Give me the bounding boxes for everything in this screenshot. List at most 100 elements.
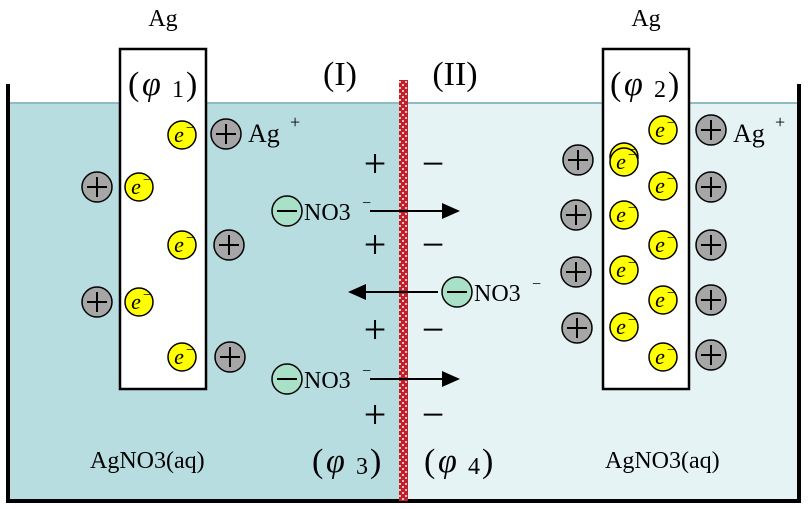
silver-cation — [560, 256, 592, 288]
svg-text:−: − — [667, 343, 675, 358]
svg-text:−: − — [628, 313, 636, 328]
electron: e− — [167, 342, 197, 372]
nitrate-ion: NO3− — [271, 195, 371, 227]
electron: e− — [648, 171, 678, 201]
membrane — [399, 80, 408, 501]
svg-text:): ) — [668, 66, 679, 103]
svg-text:e: e — [616, 314, 626, 339]
svg-text:e: e — [174, 232, 184, 257]
svg-text:e: e — [616, 257, 626, 282]
silver-cation — [695, 229, 727, 261]
svg-text:2: 2 — [654, 77, 666, 103]
svg-text:Ag: Ag — [733, 119, 765, 148]
silver-cation — [81, 286, 113, 318]
svg-text:−: − — [362, 363, 371, 380]
electron: e− — [609, 312, 639, 342]
svg-text:(: ( — [424, 443, 435, 480]
electron: e− — [609, 200, 639, 230]
silver-cation — [695, 114, 727, 146]
left-solution-label: AgNO3(aq) — [90, 448, 205, 474]
svg-text:φ: φ — [438, 443, 457, 480]
electron: e− — [124, 172, 154, 202]
svg-text:φ: φ — [624, 66, 643, 103]
svg-text:Ag: Ag — [248, 119, 280, 148]
svg-text:4: 4 — [468, 454, 480, 480]
svg-text:NO3: NO3 — [304, 368, 351, 394]
svg-text:e: e — [655, 117, 665, 142]
silver-cation — [561, 312, 593, 344]
svg-text:−: − — [143, 288, 151, 303]
svg-text:−: − — [186, 343, 194, 358]
svg-text:−: − — [186, 121, 194, 136]
svg-text:−: − — [186, 231, 194, 246]
silver-cation — [81, 171, 113, 203]
svg-text:−: − — [667, 231, 675, 246]
electron: e− — [124, 287, 154, 317]
svg-text:−: − — [628, 148, 636, 163]
svg-text:+: + — [775, 112, 785, 132]
svg-text:φ: φ — [142, 66, 161, 103]
svg-text:−: − — [667, 286, 675, 301]
right-solution-label: AgNO3(aq) — [605, 448, 720, 474]
electron: e− — [648, 342, 678, 372]
svg-text:): ) — [482, 443, 493, 480]
svg-text:3: 3 — [356, 454, 368, 480]
right-metal-label: Ag — [631, 6, 660, 32]
phi1-label: ( φ 1 ) — [128, 66, 197, 103]
svg-text:−: − — [362, 195, 371, 212]
silver-cation — [210, 118, 242, 150]
svg-text:AgNO3(aq): AgNO3(aq) — [605, 448, 720, 474]
electron: e− — [648, 115, 678, 145]
svg-text:e: e — [174, 344, 184, 369]
svg-text:e: e — [131, 174, 141, 199]
right-ag-ion-label: Ag + — [733, 112, 785, 148]
svg-text:+: + — [290, 112, 300, 132]
phi4-label: ( φ 4 ) — [424, 443, 493, 480]
svg-text:AgNO3(aq): AgNO3(aq) — [90, 448, 205, 474]
nitrate-ion: NO3− — [271, 363, 371, 395]
svg-text:e: e — [655, 232, 665, 257]
svg-text:e: e — [616, 149, 626, 174]
silver-cation — [695, 339, 727, 371]
svg-text:φ: φ — [326, 443, 345, 480]
svg-text:−: − — [143, 173, 151, 188]
left-ag-ion-label: Ag + — [248, 112, 300, 148]
svg-text:): ) — [186, 66, 197, 103]
left-metal-label: Ag — [148, 6, 177, 32]
plus-sign: + — [364, 392, 387, 437]
plus-sign: + — [364, 307, 387, 352]
svg-text:e: e — [655, 173, 665, 198]
svg-text:1: 1 — [172, 77, 184, 103]
membrane-charges: + − + − + − + − — [364, 141, 445, 437]
silver-cation — [562, 144, 594, 176]
minus-sign: − — [422, 392, 445, 437]
silver-cation — [560, 199, 592, 231]
region-II-label: (II) — [432, 56, 477, 93]
silver-cation — [214, 341, 246, 373]
nitrate-ion: NO3− — [441, 276, 541, 308]
svg-text:−: − — [628, 201, 636, 216]
region-I-label: (I) — [323, 56, 357, 93]
svg-text:NO3: NO3 — [474, 281, 521, 307]
svg-text:e: e — [174, 122, 184, 147]
silver-cation — [213, 229, 245, 261]
phi2-label: ( φ 2 ) — [610, 66, 679, 103]
electron: e− — [648, 285, 678, 315]
electron: e− — [648, 230, 678, 260]
svg-text:−: − — [667, 116, 675, 131]
svg-text:(: ( — [128, 66, 139, 103]
minus-sign: − — [422, 141, 445, 186]
silver-cation — [695, 284, 727, 316]
svg-text:e: e — [131, 289, 141, 314]
svg-text:−: − — [628, 256, 636, 271]
silver-cation — [695, 171, 727, 203]
svg-text:e: e — [655, 287, 665, 312]
plus-sign: + — [364, 222, 387, 267]
electron: e− — [167, 120, 197, 150]
minus-sign: − — [422, 222, 445, 267]
svg-text:NO3: NO3 — [304, 200, 351, 226]
svg-text:−: − — [532, 276, 541, 293]
electron: e− — [609, 147, 639, 177]
svg-text:(: ( — [610, 66, 621, 103]
